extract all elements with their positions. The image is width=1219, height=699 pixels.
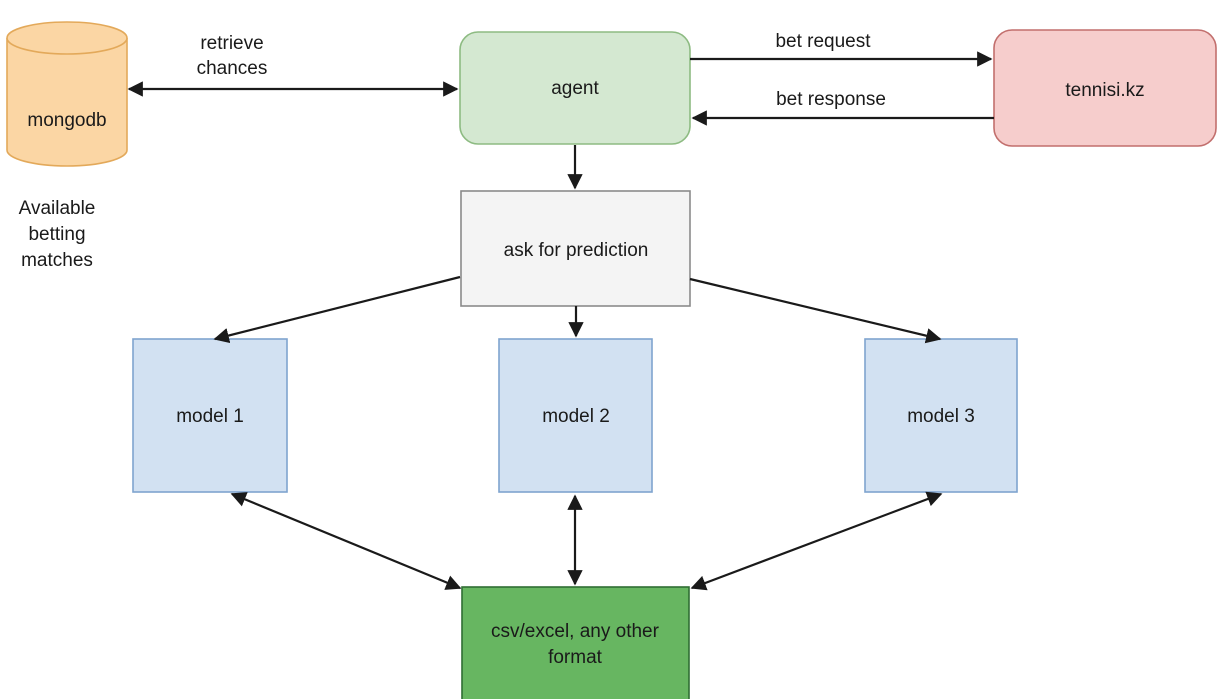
storage-box — [461, 586, 690, 699]
tennisi-box — [993, 29, 1217, 147]
tennisi-node[interactable]: tennisi.kz — [993, 29, 1217, 147]
model-1-node[interactable]: model 1 — [132, 338, 288, 493]
model-2-node[interactable]: model 2 — [498, 338, 653, 493]
ask-node[interactable]: ask for prediction — [460, 190, 691, 307]
model-1-label: model 1 — [176, 406, 244, 427]
ask-label: ask for prediction — [504, 240, 649, 261]
edge-model-3-storage — [690, 491, 943, 591]
annotation-matches: matches — [21, 250, 93, 271]
agent-node[interactable]: agent — [459, 31, 691, 145]
annotation-available: Available — [19, 198, 96, 219]
mongodb-cylinder-top — [6, 21, 128, 55]
edge-ask-model-3 — [689, 277, 942, 344]
edge-ask-model-1 — [213, 275, 461, 344]
mongodb-node[interactable]: mongodb — [6, 21, 128, 167]
model-2-box — [498, 338, 653, 493]
edge-label-bet-request: bet request — [775, 31, 871, 52]
model-1-box — [132, 338, 288, 493]
agent-label: agent — [551, 78, 599, 99]
model-2-label: model 2 — [542, 406, 610, 427]
edge-label-retrieve: retrieve — [200, 33, 263, 54]
edge-model-1-storage — [230, 492, 462, 590]
model-3-label: model 3 — [907, 406, 975, 427]
mongodb-label: mongodb — [27, 110, 106, 131]
edge-label-bet-response: bet response — [776, 89, 886, 110]
storage-label-line1: csv/excel, any other — [491, 621, 660, 642]
model-3-node[interactable]: model 3 — [864, 338, 1018, 493]
storage-node[interactable]: csv/excel, any other format — [461, 586, 690, 699]
tennisi-label: tennisi.kz — [1065, 80, 1144, 101]
annotation-betting: betting — [28, 224, 85, 245]
agent-box — [459, 31, 691, 145]
storage-label-line2: format — [548, 647, 603, 668]
mongodb-cylinder — [6, 38, 128, 167]
edge-label-chances: chances — [197, 58, 268, 79]
